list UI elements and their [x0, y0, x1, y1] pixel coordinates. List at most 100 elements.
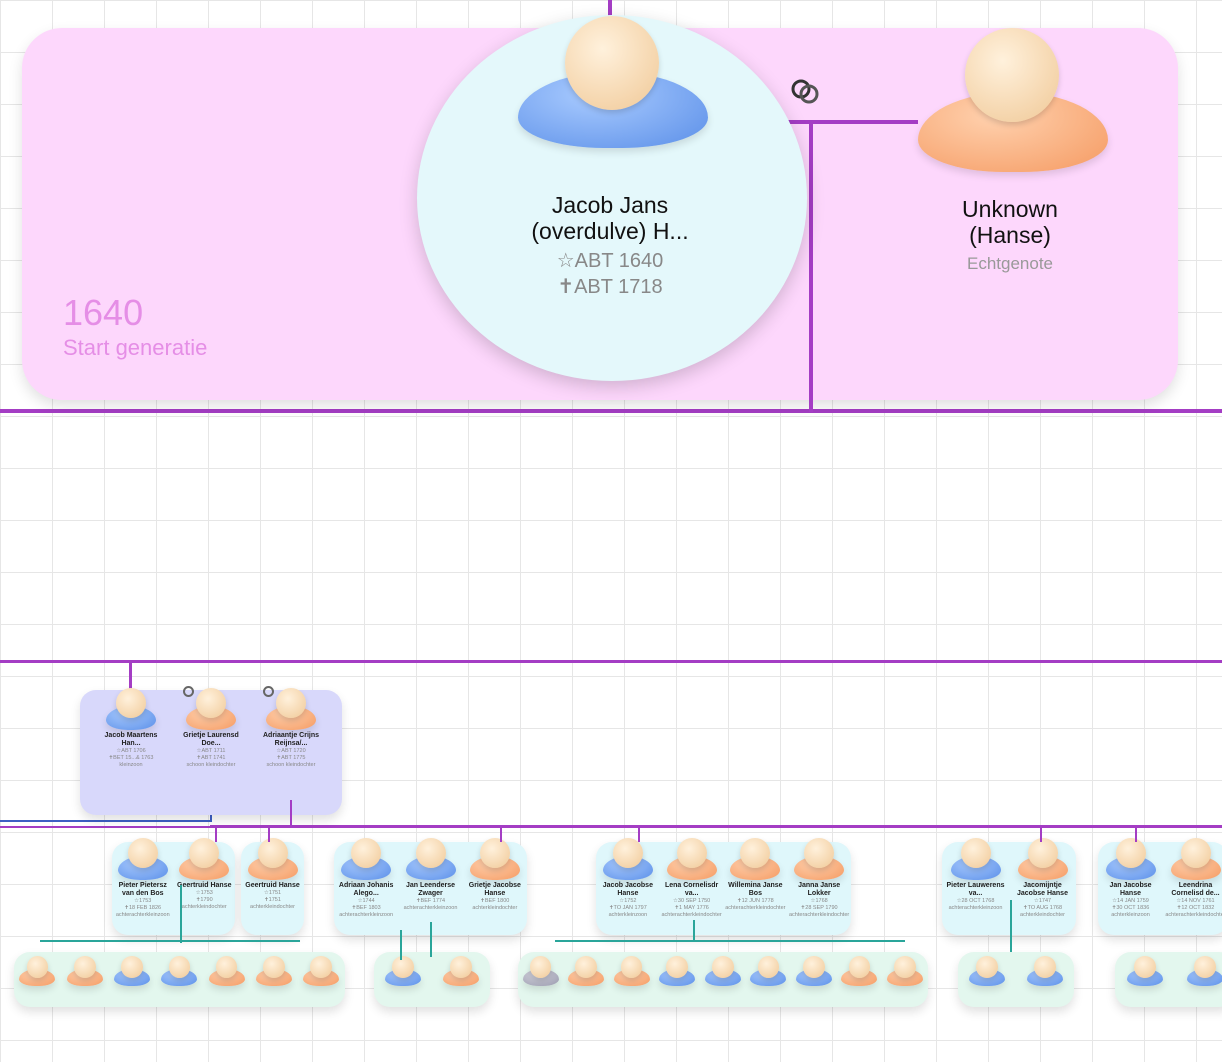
- person-born: ☆1752: [619, 898, 637, 904]
- person-born: ☆14 NOV 1761: [1176, 898, 1215, 904]
- avatar: [792, 956, 837, 987]
- avatar-head: [276, 688, 306, 718]
- avatar-head: [73, 956, 96, 978]
- connector-line: [0, 820, 212, 822]
- avatar-head: [803, 956, 825, 978]
- connector-line: [555, 940, 905, 942]
- avatar: [746, 956, 791, 987]
- person-name: Geertruid Hanse: [245, 882, 300, 889]
- connector-line: [290, 800, 292, 828]
- avatar: [1100, 838, 1162, 880]
- person-role: schoon kleindochter: [266, 762, 316, 768]
- avatar: [837, 956, 882, 987]
- linked-rings-icon[interactable]: [263, 686, 274, 697]
- children-line: [809, 120, 813, 412]
- person-name: Willemina Janse Bos: [728, 882, 783, 897]
- avatar-head: [1027, 838, 1058, 868]
- person-died: ✝BET 15...& 1763: [108, 755, 154, 761]
- avatar-head: [26, 956, 49, 978]
- person-born: ☆ABT 1711: [196, 748, 226, 754]
- avatar-head: [612, 838, 643, 868]
- person-died: ✝BEF 1803: [351, 905, 381, 911]
- avatar-head: [529, 956, 552, 978]
- linked-rings-icon[interactable]: [790, 76, 820, 106]
- person-card[interactable]: Grietje Laurensd Doe...☆ABT 1711✝ABT 174…: [180, 688, 242, 769]
- person-died: ✝1790: [195, 897, 213, 903]
- person-died: ✝1 MAY 1776: [674, 905, 709, 911]
- root-name-line1: Jacob Jans: [551, 192, 669, 218]
- avatar: [724, 838, 786, 880]
- avatar-head: [965, 28, 1059, 122]
- person-name: Jan Leenderse Zwager: [405, 882, 456, 897]
- avatar-head: [1034, 956, 1056, 978]
- avatar: [518, 956, 563, 987]
- connector-line: [1040, 828, 1042, 842]
- person-born: ☆ABT 1720: [276, 748, 306, 754]
- person-born: ☆1768: [810, 898, 828, 904]
- person-name: Grietje Jacobse Hanse: [468, 882, 521, 897]
- avatar-head: [666, 956, 689, 978]
- person-role: achterkleindochter: [472, 905, 518, 911]
- person-card[interactable]: Jan Jacobse Hanse☆14 JAN 1759✝30 OCT 183…: [1100, 838, 1162, 919]
- person-card[interactable]: Pieter Pietersz van den Bos☆1753✝18 FEB …: [112, 838, 174, 919]
- avatar-head: [116, 688, 146, 718]
- person-role: achterachterkleindochter: [789, 912, 850, 918]
- person-card[interactable]: Jacomijntje Jacobse Hanse☆1747✝TO AUG 17…: [1012, 838, 1074, 919]
- linked-rings-icon[interactable]: [183, 686, 194, 697]
- spouse-role: Echtgenote: [966, 254, 1053, 273]
- person-card[interactable]: Adriaantje Crijns Reijnsa/...☆ABT 1720✝A…: [260, 688, 322, 769]
- avatar: [62, 956, 107, 987]
- avatar-head: [575, 956, 597, 978]
- person-born: ✝BEF 1774: [415, 898, 446, 904]
- avatar: [299, 956, 344, 987]
- person-died: ✝12 OCT 1832: [1176, 905, 1215, 911]
- avatar: [180, 688, 242, 730]
- avatar: [1123, 956, 1168, 987]
- avatar: [597, 838, 659, 880]
- connector-line: [1135, 828, 1137, 842]
- avatar: [1183, 956, 1222, 987]
- avatar: [788, 838, 850, 880]
- avatar: [945, 838, 1007, 880]
- person-role: achterkleindochter: [1020, 912, 1065, 918]
- person-card[interactable]: Jacob Maartens Han...☆ABT 1706✝BET 15...…: [100, 688, 162, 769]
- avatar-head: [976, 956, 998, 978]
- person-name: Jacob Jacobse Hanse: [602, 882, 653, 897]
- avatar: [381, 956, 426, 987]
- avatar: [335, 838, 397, 880]
- person-name: Pieter Lauwerens va...: [946, 882, 1005, 897]
- avatar: [965, 956, 1010, 987]
- avatar: [439, 956, 484, 987]
- avatar: [242, 838, 304, 880]
- connector-line: [268, 828, 270, 842]
- connector-line: [40, 940, 300, 942]
- person-born: ☆1747: [1033, 898, 1052, 904]
- person-role: achterachterkleinzoon: [948, 905, 1003, 911]
- person-role: achterkleinzoon: [1111, 912, 1150, 918]
- person-card[interactable]: Leendrina Cornelisd de...☆14 NOV 1761✝12…: [1165, 838, 1222, 919]
- person-died: ✝30 OCT 1836: [1111, 905, 1150, 911]
- avatar: [1012, 838, 1074, 880]
- avatar: [252, 956, 297, 987]
- avatar-head: [415, 838, 446, 868]
- avatar-head: [620, 956, 643, 978]
- generation-label: Start generatie: [63, 335, 208, 360]
- person-born: ☆1753: [134, 898, 152, 904]
- avatar-head: [740, 838, 771, 868]
- person-card[interactable]: Lena Cornelisdr va...☆30 SEP 1750✝1 MAY …: [661, 838, 723, 919]
- spouse-name-line2: (Hanse): [969, 222, 1051, 248]
- avatar: [400, 838, 462, 880]
- avatar-head: [960, 838, 991, 868]
- person-role: achterkleinzoon: [608, 912, 648, 918]
- avatar-head: [676, 838, 707, 868]
- avatar: [564, 956, 609, 987]
